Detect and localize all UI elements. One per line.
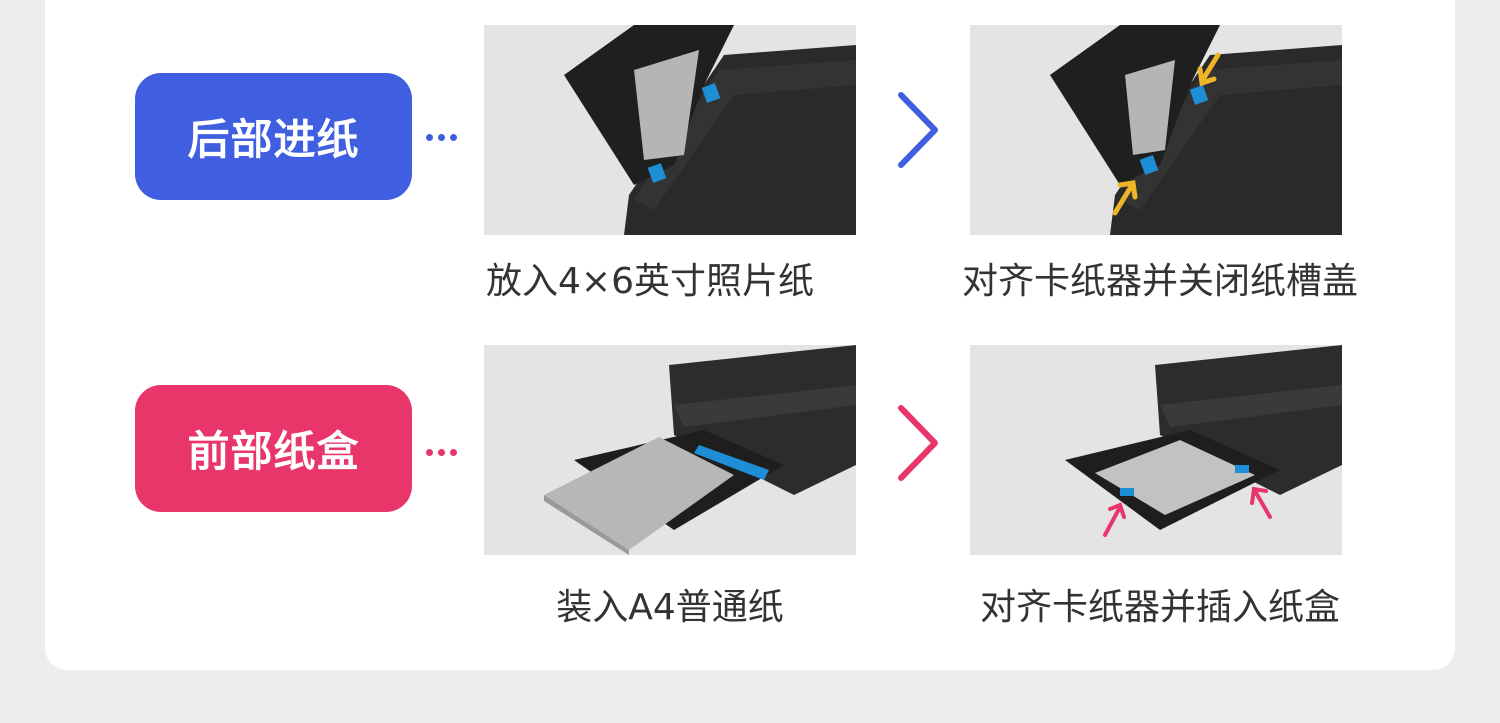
chevron-right-icon: [898, 405, 938, 481]
step-caption: 对齐卡纸器并插入纸盒: [979, 587, 1340, 628]
ellipsis-icon: [426, 134, 457, 141]
front-cassette-label: 前部纸盒: [135, 385, 412, 512]
step-caption: 放入4×6英寸照片纸: [486, 261, 814, 302]
rear-feed-label: 后部进纸: [135, 73, 412, 200]
front-cassette-guides-aligned-image: [970, 345, 1342, 555]
chevron-right-icon: [898, 92, 938, 168]
rear-tray-photo-paper-image: [484, 25, 856, 235]
front-cassette-a4-paper-image: [484, 345, 856, 555]
rear-tray-guides-aligned-image: [970, 25, 1342, 235]
step-caption: 装入A4普通纸: [556, 587, 784, 628]
ellipsis-icon: [426, 449, 457, 456]
step-caption: 对齐卡纸器并关闭纸槽盖: [961, 261, 1358, 302]
